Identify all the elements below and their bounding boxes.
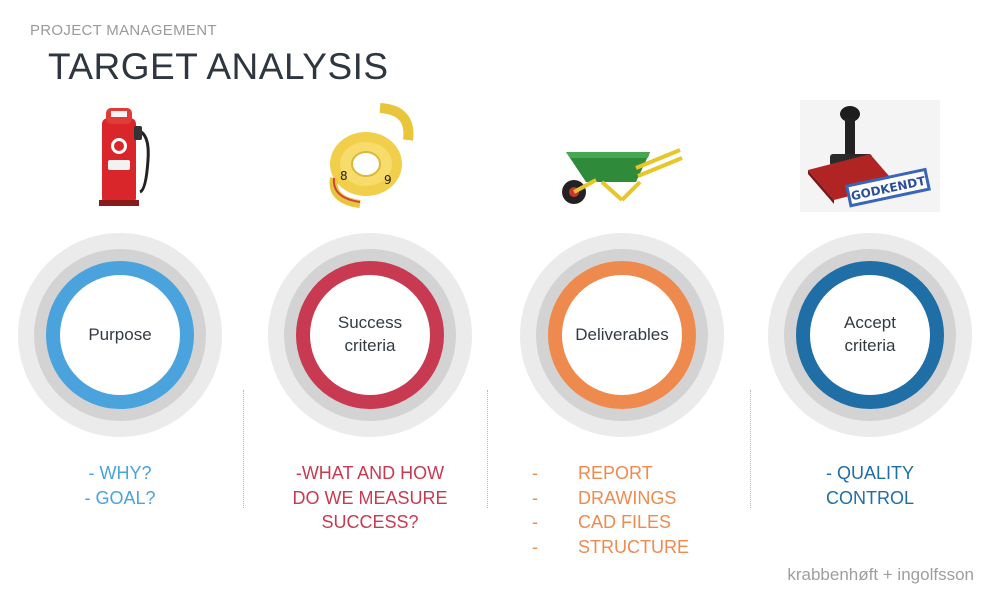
accept-criteria-ring: Accept criteria [768,233,972,437]
bullet-item: - DRAWINGS [532,487,677,508]
bullet-item: - STRUCTURE [532,536,689,557]
deliverables-ring: Deliverables [520,233,724,437]
column-divider [243,390,244,508]
ring-label-success-criteria: Success criteria [337,313,403,355]
success-criteria-ring: Success criteria [268,233,472,437]
bullet-item: - QUALITY [825,463,914,483]
eyebrow-label: PROJECT MANAGEMENT [30,22,217,39]
column-purpose: Purpose - WHY? - GOAL? [0,0,240,601]
bullet-item: - WHY? [88,463,152,483]
page-title: TARGET ANALYSIS [48,46,389,87]
bullet-item: -WHAT AND HOW [295,463,445,483]
column-success-criteria: 8 9 Success criteria -WHAT AND HOW DO WE… [250,0,490,601]
ring-label-accept-criteria: Accept criteria [844,313,896,355]
bullet-item: SUCCESS? [321,512,419,532]
company-logo-text: krabbenhøft + ingolfsson [787,565,974,584]
wheelbarrow-icon [502,100,742,220]
success-criteria-bullets: -WHAT AND HOW DO WE MEASURE SUCCESS? [250,461,490,535]
bullet-item: DO WE MEASURE [292,487,448,508]
column-divider [487,390,488,508]
column-deliverables: Deliverables - REPORT - DRAWINGS - CAD F… [502,0,742,601]
measuring-tape-icon: 8 9 [250,100,490,220]
ring-label-deliverables: Deliverables [575,324,669,344]
approval-stamp-icon: GODKENDT [750,100,990,220]
bullet-item: - GOAL? [84,487,156,508]
gas-pump-icon [0,100,240,220]
ring-label-purpose: Purpose [88,324,152,344]
deliverables-bullets: - REPORT - DRAWINGS - CAD FILES - STRUCT… [532,461,772,559]
svg-text:9: 9 [384,173,392,187]
accept-criteria-bullets: - QUALITY CONTROL [750,461,990,510]
column-divider [750,390,751,508]
bullet-item: CONTROL [825,487,914,508]
purpose-bullets: - WHY? - GOAL? [0,461,240,510]
purpose-ring: Purpose [18,233,222,437]
svg-text:8: 8 [340,169,348,183]
column-accept-criteria: GODKENDT Accept criteria - QUALITY CONTR… [750,0,990,601]
bullet-item: - REPORT [532,463,653,483]
bullet-item: - CAD FILES [532,512,672,532]
